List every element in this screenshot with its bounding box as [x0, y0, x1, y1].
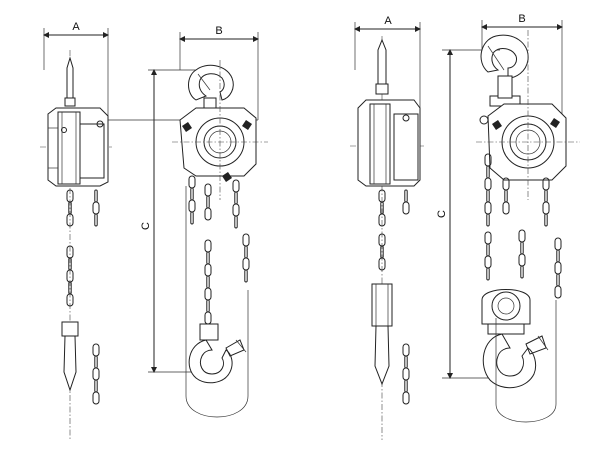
dimension-a-label-2: A — [384, 15, 392, 27]
hoist-1-front-view: B C — [108, 25, 268, 418]
hoist-2-side-view: A — [350, 15, 424, 440]
dimension-a-label-1: A — [72, 21, 80, 33]
dimension-b-label-2: B — [518, 13, 525, 25]
dimension-c-label-1: C — [140, 222, 152, 230]
dimension-c-label-2: C — [436, 210, 448, 218]
dimension-b-label-1: B — [215, 25, 222, 37]
hoist-2-front-view: B C — [436, 13, 580, 423]
hoist-1-side-view: A — [40, 21, 112, 440]
